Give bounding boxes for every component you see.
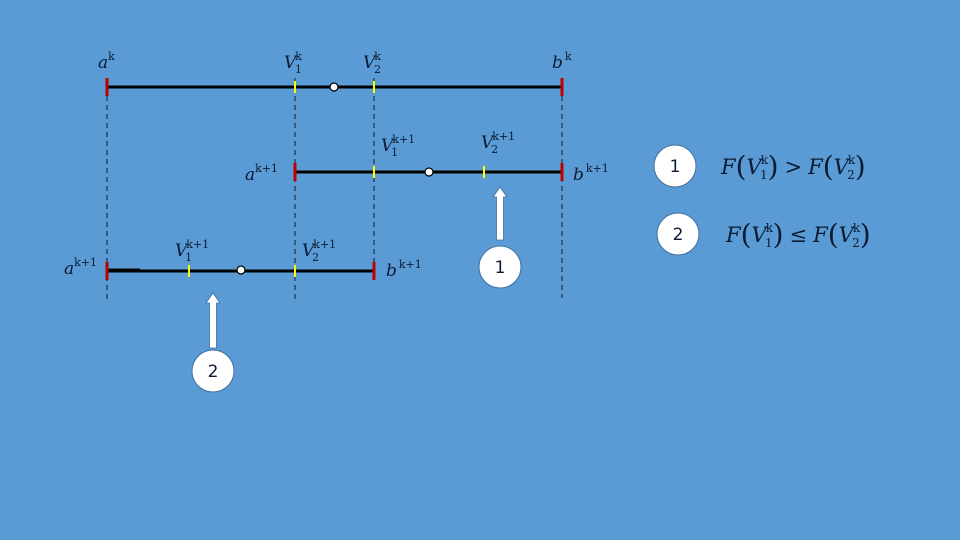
label-a-k1-case1: ak+1: [245, 162, 278, 185]
arrow-1-badge: [478, 245, 522, 289]
legend-badge-2-label: 2: [673, 225, 684, 245]
arrow-2: 2: [191, 292, 235, 393]
arrow-1-label: 1: [495, 258, 506, 278]
arrow-up-icon: [205, 292, 221, 349]
arrow-2-badge: [191, 349, 235, 393]
label-a-k1-case2: ak+1: [64, 256, 97, 279]
label-a-k: ak: [98, 50, 115, 73]
midpoint-marker-k: [329, 82, 339, 92]
legend-badge-1-label: 1: [670, 157, 681, 177]
midpoint-marker-k1-case1: [424, 167, 434, 177]
arrow-up-icon: [492, 186, 508, 241]
legend-badge-1: [653, 144, 697, 188]
arrow-2-label: 2: [208, 362, 219, 382]
legend-badge-2: [656, 212, 700, 256]
midpoint-marker-k1-case2: [236, 265, 246, 275]
arrow-1: 1: [478, 186, 522, 289]
